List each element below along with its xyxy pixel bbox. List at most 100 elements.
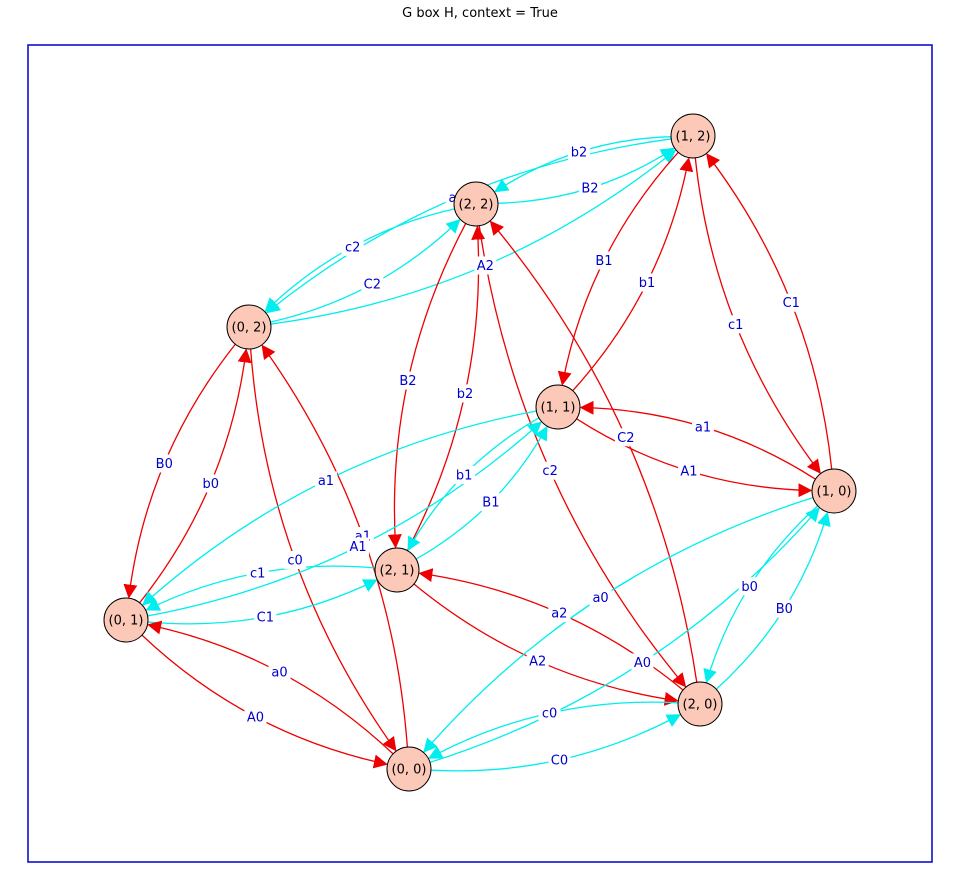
edge-label: B2	[578, 179, 601, 198]
edge-label-background	[539, 461, 562, 480]
edge-n20-n22	[489, 220, 698, 683]
edge-label-text: C0	[551, 753, 568, 768]
edge-label-background	[254, 607, 277, 626]
edge-label: A2	[526, 651, 549, 670]
edge-n02-n00	[249, 348, 397, 752]
edge-n02-n22	[270, 219, 461, 323]
edge-n22-n02	[264, 208, 455, 312]
graph-node-n22: (2, 2)	[453, 181, 499, 227]
edge-n10-n12	[706, 153, 833, 470]
node-circle	[226, 304, 272, 350]
edge-label-text: a0	[271, 666, 287, 681]
edge-label-text: b1	[456, 468, 473, 483]
node-label: (1, 2)	[676, 130, 711, 145]
edge-label: C2	[361, 275, 384, 294]
edge-label: a0	[268, 663, 291, 682]
edge-label: b2	[454, 384, 477, 403]
edge-label-text: b1	[639, 276, 656, 291]
edge-label: C1	[780, 293, 803, 312]
node-label: (2, 2)	[459, 198, 494, 213]
node-circle	[103, 597, 149, 643]
edge-label-text: C1	[783, 296, 800, 311]
edge-label-text: b0	[741, 580, 758, 595]
edge-label-background	[548, 750, 571, 769]
edge-label-background	[636, 273, 659, 292]
graph-node-n10: (1, 0)	[811, 468, 857, 514]
node-circle	[535, 384, 581, 430]
edge-label-background	[246, 564, 269, 583]
node-circle	[670, 113, 716, 159]
edge-label: c1	[246, 564, 269, 583]
edge-n00-n02	[261, 344, 409, 748]
edge-label: c0	[538, 704, 561, 723]
edge-n10-n20	[703, 505, 819, 684]
edge-label: b2	[568, 142, 591, 161]
edge-label: b0	[199, 474, 222, 493]
edge-label-background	[631, 653, 654, 672]
node-label: (2, 0)	[683, 698, 718, 713]
edge-label-background	[396, 371, 419, 390]
edge-label-background	[454, 384, 477, 403]
edge-n20-n10	[715, 511, 831, 690]
edge-label-background	[780, 293, 803, 312]
graph-node-n12: (1, 2)	[670, 113, 716, 159]
edge-n12-n02	[265, 138, 672, 314]
edge-label-text: B0	[156, 457, 173, 472]
edges-layer	[123, 136, 833, 772]
edge-label-background	[589, 588, 612, 607]
edge-label-text: c1	[728, 318, 743, 333]
edge-label-background	[678, 462, 701, 481]
node-label: (0, 1)	[109, 614, 144, 629]
edge-n02-n01	[123, 343, 236, 599]
edge-label-background	[738, 577, 761, 596]
edge-label: A0	[631, 653, 654, 672]
edge-label-text: C1	[257, 610, 274, 625]
edge-label-background	[268, 663, 291, 682]
edge-label-text: B1	[482, 496, 499, 511]
node-circle	[374, 547, 420, 593]
edge-label-text: c0	[542, 707, 557, 722]
edge-n01-n02	[139, 348, 252, 604]
edge-label-text: A0	[247, 710, 264, 725]
edge-label: c0	[284, 551, 307, 570]
edge-label: B0	[773, 599, 796, 618]
nodes-layer: (1, 2)(2, 2)(0, 2)(1, 1)(1, 0)(2, 1)(0, …	[103, 113, 857, 792]
edge-label: B1	[592, 251, 615, 270]
edge-label-text: a2	[551, 607, 567, 622]
edge-label-text: B0	[776, 602, 793, 617]
edge-label-background	[153, 454, 176, 473]
node-label: (1, 0)	[817, 485, 852, 500]
edge-label: B1	[479, 493, 502, 512]
edge-label-background	[474, 256, 497, 275]
edge-label-background	[284, 551, 307, 570]
edge-label: C1	[254, 607, 277, 626]
edge-n01-n00	[141, 634, 388, 769]
edge-n11-n01	[142, 410, 537, 606]
edge-label: C2	[614, 428, 637, 447]
edge-label-background	[773, 599, 796, 618]
edge-label-background	[526, 651, 549, 670]
edge-label: c1	[724, 315, 747, 334]
edge-label: a0	[589, 588, 612, 607]
diagram-title: G box H, context = True	[402, 6, 558, 21]
graph-node-n02: (0, 2)	[226, 304, 272, 350]
graph-node-n00: (0, 0)	[386, 746, 432, 792]
edge-label: b1	[453, 465, 476, 484]
node-circle	[453, 181, 499, 227]
edge-label-text: A1	[349, 540, 366, 555]
edge-label-text: C2	[617, 431, 634, 446]
edge-label-text: c2	[345, 240, 360, 255]
node-label: (1, 1)	[541, 401, 576, 416]
edge-label-text: B1	[595, 254, 612, 269]
edge-label: A1	[678, 462, 701, 481]
edge-label: A0	[244, 707, 267, 726]
edge-label-text: C2	[364, 278, 381, 293]
edge-label: A1	[347, 537, 370, 556]
edge-label-text: b2	[571, 145, 588, 160]
edge-label: c2	[341, 237, 364, 256]
node-circle	[811, 468, 857, 514]
edge-label: a2	[548, 604, 571, 623]
plot-frame	[27, 44, 933, 863]
edge-label: a1	[691, 417, 714, 436]
edge-label-background	[453, 465, 476, 484]
